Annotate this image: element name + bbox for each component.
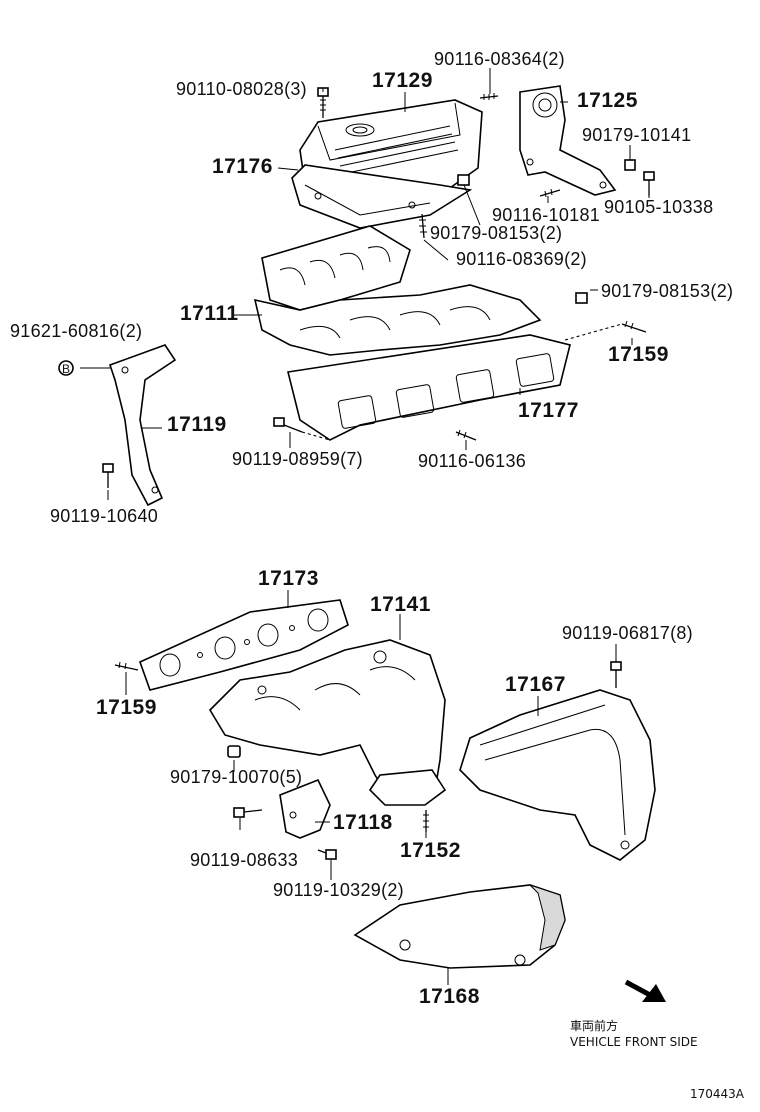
bolt-90119-10329 — [317, 849, 337, 860]
label-17125: 17125 — [577, 89, 638, 112]
stud-17152 — [423, 810, 429, 832]
label-17141: 17141 — [370, 593, 431, 616]
bracket-17118 — [279, 778, 331, 839]
label-17177: 17177 — [518, 399, 579, 422]
bolt-90119-10640 — [102, 463, 114, 488]
lower-leader-lines — [125, 590, 617, 985]
label-90119-08959: 90119-08959(7) — [232, 449, 363, 469]
label-90179-08153-upper: 90179-08153(2) — [430, 223, 563, 243]
label-90116-10181: 90116-10181 — [492, 205, 601, 225]
label-90105-10338: 90105-10338 — [604, 197, 714, 217]
nut-90179-08153-right — [575, 292, 588, 304]
label-90116-06136: 90116-06136 — [418, 451, 527, 471]
stud-17159-lower — [114, 661, 139, 671]
cover-gasket-17176 — [291, 164, 473, 229]
direction-label-en: VEHICLE FRONT SIDE — [570, 1035, 698, 1049]
stud-90119-08959 — [273, 417, 331, 441]
label-90116-08369: 90116-08369(2) — [456, 249, 587, 269]
label-90110-08028: 90110-08028(3) — [176, 79, 307, 99]
label-90119-10640: 90119-10640 — [50, 506, 159, 526]
label-17111: 17111 — [180, 302, 239, 325]
exhaust-manifold-17141 — [208, 639, 447, 806]
manifold-gasket-17177 — [287, 334, 571, 441]
label-90119-08633: 90119-08633 — [190, 850, 299, 870]
bolt-marker-b: B — [62, 362, 71, 376]
bolt-91621-60816 — [58, 360, 74, 376]
label-17159-lower: 17159 — [96, 696, 157, 719]
stud-90116-08364 — [479, 93, 499, 100]
bolt-90119-08633 — [233, 807, 263, 818]
label-17159-upper: 17159 — [608, 343, 669, 366]
stud-90116-06136 — [455, 429, 477, 441]
label-90179-10070: 90179-10070(5) — [170, 767, 303, 787]
stud-90116-08369 — [419, 213, 427, 239]
vehicle-front-arrow — [624, 979, 666, 1002]
label-17129: 17129 — [372, 69, 433, 92]
label-17173: 17173 — [258, 567, 319, 590]
direction-label-jp: 車両前方 — [570, 1019, 619, 1033]
label-17152: 17152 — [400, 839, 461, 862]
label-90179-10141: 90179-10141 — [582, 125, 692, 145]
exhaust-gasket-17173 — [138, 599, 349, 691]
label-17176: 17176 — [212, 155, 273, 178]
label-17167: 17167 — [505, 673, 566, 696]
bracket-17125 — [519, 85, 617, 196]
bolt-90105-10338 — [643, 171, 655, 196]
label-91621-60816: 91621-60816(2) — [10, 321, 143, 341]
label-17119: 17119 — [167, 413, 227, 436]
stud-17159-upper — [564, 320, 647, 341]
nut-90179-08153-upper — [457, 174, 470, 186]
bolt-90110-08028 — [317, 87, 329, 118]
stud-90116-10181 — [539, 188, 561, 198]
intake-manifold-17111 — [253, 225, 542, 356]
heat-insulator-17168 — [353, 884, 566, 969]
label-90119-06817: 90119-06817(8) — [562, 623, 693, 643]
manifold-stay-17119 — [108, 344, 177, 507]
upper-leader-lines — [80, 68, 650, 500]
nut-90179-10141 — [624, 159, 636, 171]
label-17168: 17168 — [419, 985, 480, 1008]
nut-90179-10070 — [227, 745, 241, 758]
figure-reference: 170443A — [690, 1087, 745, 1101]
label-90116-08364: 90116-08364(2) — [434, 49, 565, 69]
label-90119-10329: 90119-10329(2) — [273, 880, 404, 900]
heat-insulator-17167 — [459, 689, 656, 861]
label-90179-08153-right: 90179-08153(2) — [601, 281, 734, 301]
bolt-90119-06817 — [610, 661, 622, 688]
label-17118: 17118 — [333, 811, 393, 834]
